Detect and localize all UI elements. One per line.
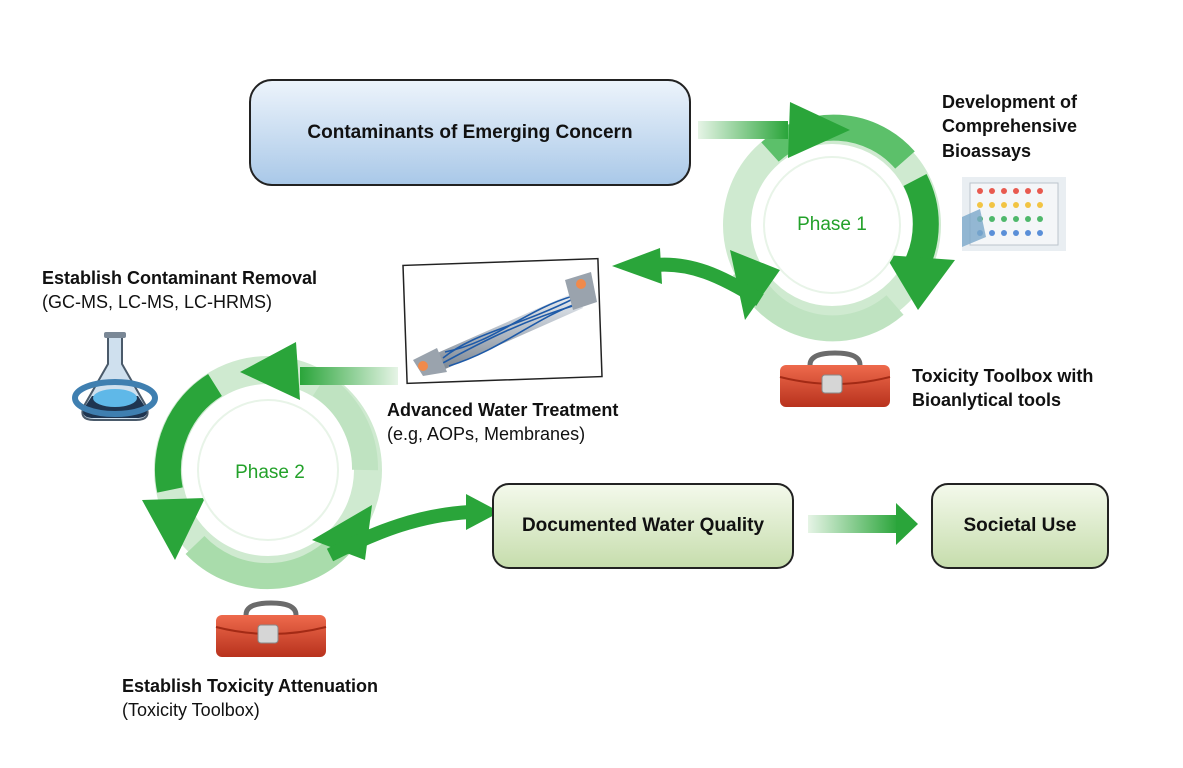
bioassays-label: Development of Comprehensive Bioassays bbox=[942, 92, 1078, 161]
toxicity-toolbox-label: Toxicity Toolbox with Bioanlytical tools bbox=[912, 366, 1094, 411]
contaminants-box: Contaminants of Emerging Concern bbox=[250, 80, 690, 185]
societal-use-box: Societal Use bbox=[932, 484, 1108, 568]
contaminants-box-shape bbox=[249, 79, 691, 186]
documented-label: Documented Water Quality bbox=[521, 515, 765, 536]
arrow-phase2-to-documented bbox=[326, 494, 500, 562]
arrow-treatment-to-phase2 bbox=[300, 367, 398, 385]
societal-label: Societal Use bbox=[963, 515, 1077, 536]
toxicity-attenuation-label: Establish Toxicity Attenuation (Toxicity… bbox=[122, 676, 379, 721]
contaminants-label: Contaminants of Emerging Concern bbox=[307, 121, 633, 143]
phase2-label: Phase 2 bbox=[235, 462, 305, 483]
cycle-arrowhead bbox=[240, 342, 300, 400]
flask-icon bbox=[72, 332, 158, 421]
cycle-arrowhead bbox=[730, 250, 780, 320]
bioassay-plate-icon bbox=[962, 177, 1066, 251]
toolbox-icon bbox=[779, 350, 891, 407]
arrow-contaminants-to-phase1 bbox=[698, 121, 788, 139]
reactor-tube-icon bbox=[402, 257, 603, 385]
arrow-documented-to-societal bbox=[808, 503, 918, 545]
arrow-phase1-to-treatment bbox=[612, 248, 764, 306]
cycle-arrowhead bbox=[142, 498, 205, 560]
cycle-arrowhead bbox=[885, 255, 955, 310]
phase1-label: Phase 1 bbox=[797, 214, 867, 235]
advanced-treatment-label: Advanced Water Treatment (e.g, AOPs, Mem… bbox=[387, 400, 619, 445]
societal-box-shape bbox=[931, 483, 1109, 569]
documented-box-shape bbox=[492, 483, 794, 569]
documented-water-quality-box: Documented Water Quality bbox=[493, 484, 793, 568]
contaminant-removal-label: Establish Contaminant Removal (GC-MS, LC… bbox=[42, 268, 318, 313]
cycle-arrowhead bbox=[788, 102, 850, 158]
phase2-cycle bbox=[142, 342, 382, 590]
toolbox-icon bbox=[215, 600, 327, 657]
